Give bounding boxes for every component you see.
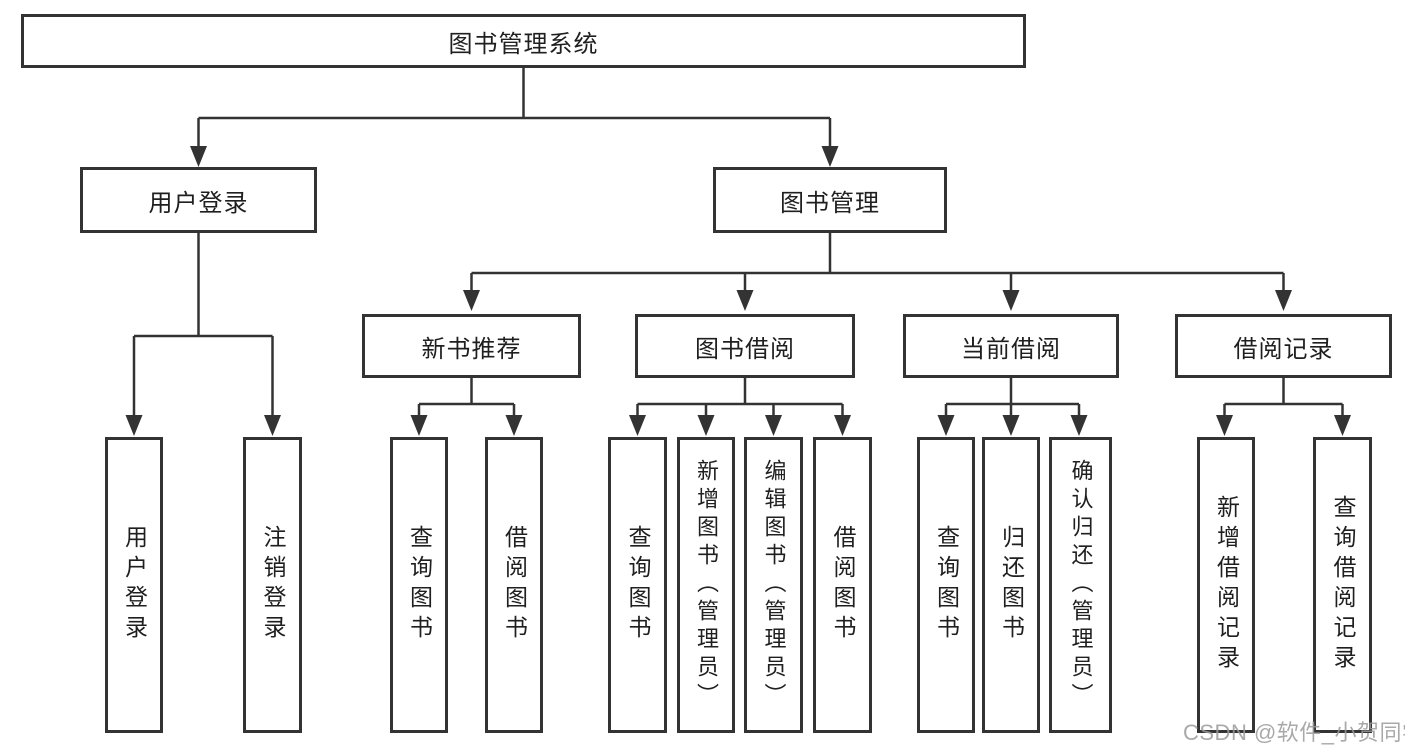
node-label: 借阅图书 [830,525,856,645]
node-current-borrowing: 当前借阅 [903,314,1119,378]
node-label: 用户登录 [121,525,148,645]
node-label: 查询图书 [406,525,433,645]
node-label: 查询借阅记录 [1330,495,1356,675]
node-label: 编辑图书（管理员） [761,459,787,711]
node-label: 用户登录 [148,189,249,217]
node-label: 图书管理 [780,189,880,217]
node-label: 注销登录 [260,525,286,645]
node-label: 查询图书 [625,525,651,645]
leaf-borrow-query-books: 查询图书 [608,437,667,733]
node-new-book-recommendation: 新书推荐 [362,314,581,378]
leaf-current-query-books: 查询图书 [917,437,975,733]
leaf-borrow-borrow-books: 借阅图书 [813,437,872,733]
leaf-current-confirm-return-admin: 确认归还（管理员） [1049,437,1112,733]
leaf-borrow-add-book-admin: 新增图书（管理员） [677,437,735,733]
node-borrowing-records: 借阅记录 [1175,314,1392,378]
node-label: 借阅图书 [501,525,528,645]
node-label: 新增借阅记录 [1213,495,1240,675]
node-label: 归还图书 [998,525,1025,645]
leaf-records-query-borrow-record: 查询借阅记录 [1313,437,1372,733]
node-root-system: 图书管理系统 [21,14,1026,68]
leaf-logout: 注销登录 [243,437,302,733]
leaf-newbook-borrow-books: 借阅图书 [485,437,543,733]
node-label: 图书管理系统 [448,30,599,58]
node-user-login: 用户登录 [80,167,317,233]
node-label: 新书推荐 [421,335,522,363]
node-label: 当前借阅 [961,335,1061,363]
node-label: 借阅记录 [1233,335,1334,363]
leaf-current-return-books: 归还图书 [982,437,1040,733]
node-label: 图书借阅 [695,335,795,363]
leaf-newbook-query-books: 查询图书 [390,437,448,733]
node-book-borrowing: 图书借阅 [635,314,855,378]
node-label: 新增图书（管理员） [694,459,719,711]
leaf-records-add-borrow-record: 新增借阅记录 [1197,437,1255,733]
leaf-user-login: 用户登录 [105,437,163,733]
node-book-management: 图书管理 [713,167,947,233]
node-label: 查询图书 [933,525,960,645]
node-label: 确认归还（管理员） [1068,459,1094,711]
leaf-borrow-edit-book-admin: 编辑图书（管理员） [744,437,803,733]
csdn-watermark: CSDN @软件_小贺同学 [1183,720,1405,745]
